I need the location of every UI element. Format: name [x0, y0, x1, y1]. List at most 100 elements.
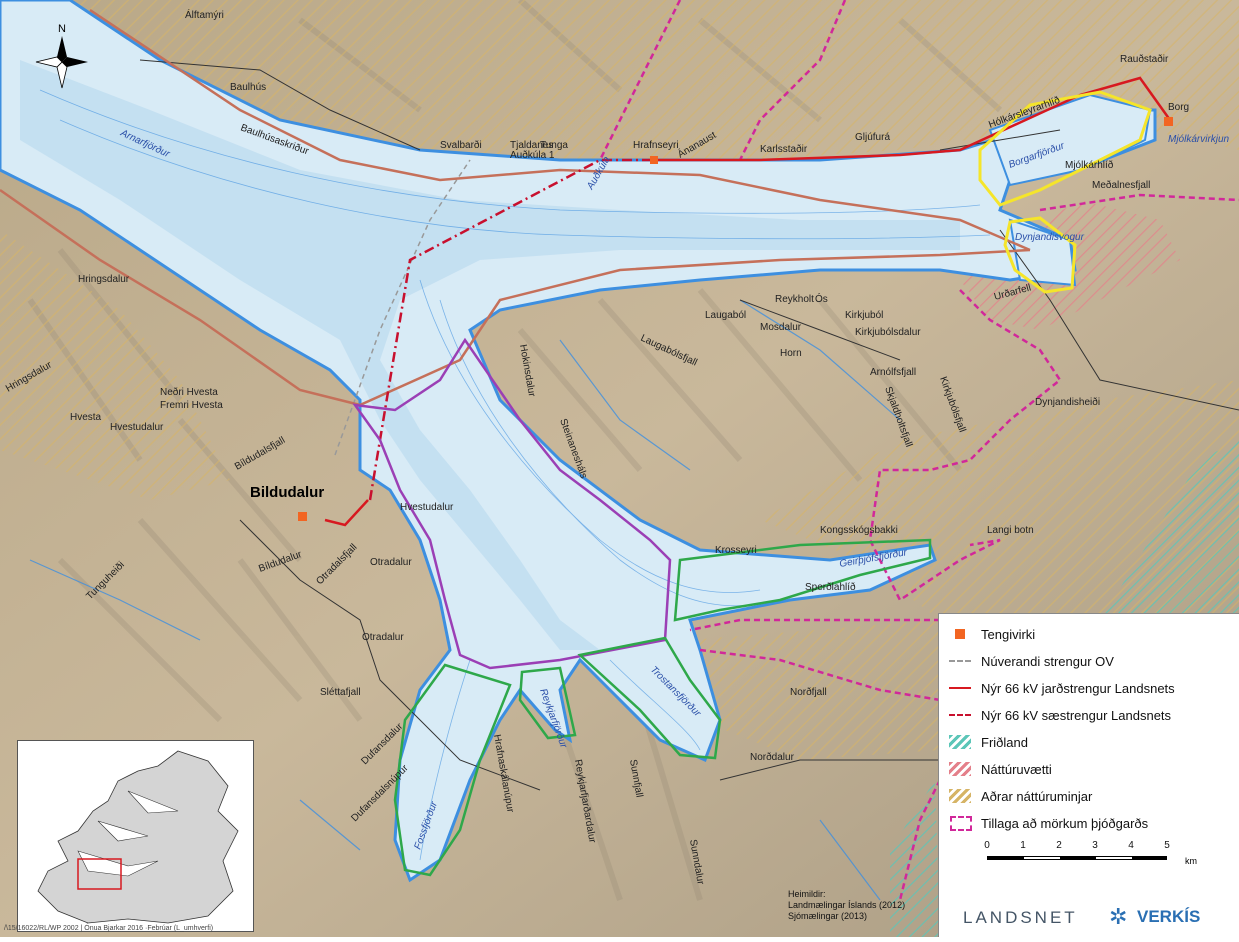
place-label: Hvestudalur — [110, 422, 164, 433]
dashed-grey-line-icon — [949, 654, 971, 668]
place-label: Meðalnesfjall — [1092, 179, 1150, 191]
place-label: Sperðlahlíð — [805, 581, 856, 593]
legend-item-thjodgardur: Tillaga að mörkum þjóðgarðs — [949, 812, 1148, 834]
scale-bar-segments — [987, 856, 1167, 860]
substation-borg[interactable] — [1164, 117, 1173, 126]
place-label: Norðfjall — [790, 686, 827, 698]
place-label: Auðkúla 1 — [510, 149, 555, 161]
place-label: Karlsstaðir — [760, 143, 808, 155]
existing-cable-line — [334, 159, 471, 456]
adrar-natturuminjar-west — [0, 230, 230, 500]
new-land-cable-north — [655, 76, 1172, 162]
place-label: Fremri Hvesta — [160, 400, 223, 411]
scale-bar: 0 1 2 3 4 5 km — [984, 840, 1197, 866]
place-label: Borg — [1168, 102, 1189, 113]
rivers — [29, 299, 901, 901]
route-line-south — [359, 248, 1031, 407]
adrar-natturuminjar-south — [690, 620, 940, 760]
national-park-border — [598, 0, 1239, 901]
sources-title: Heimildir: — [788, 889, 826, 899]
legend-item-nuverandi: Núverandi strengur OV — [949, 650, 1114, 672]
tan-hatch-icon — [949, 789, 971, 803]
legend-item-tengivirki: Tengivirki — [949, 623, 1035, 645]
legend-item-fridland: Friðland — [949, 731, 1028, 753]
locator-inset-map — [17, 740, 254, 932]
place-label: Krosseyri — [715, 545, 757, 556]
inset-fjords — [77, 790, 179, 877]
purple-zone-outline — [352, 337, 672, 670]
town-label-bildudalur: Bildudalur — [250, 484, 324, 501]
substation-bildudalur[interactable] — [298, 512, 307, 521]
fridland-area-south — [890, 780, 940, 937]
green-zone-reykjarfjordur — [518, 666, 577, 740]
logos: LANDSNET ✲ VERKÍS — [963, 902, 1233, 932]
substation-hrafnseyri[interactable] — [650, 156, 658, 164]
place-label: Baulhús — [230, 82, 266, 93]
place-label: Laugaból — [705, 310, 746, 321]
place-label: Arnólfsfjall — [870, 367, 916, 378]
roads — [139, 59, 1239, 791]
north-label: N — [58, 23, 66, 35]
teal-hatch-icon — [949, 735, 971, 749]
pink-hatch-icon — [949, 762, 971, 776]
place-label: Neðri Hvesta — [160, 386, 218, 398]
inset-extent-box — [77, 858, 122, 890]
verkis-logo-icon: ✲ — [1109, 904, 1128, 929]
place-label: Sléttafjall — [320, 687, 361, 698]
landsnet-logo: LANDSNET — [963, 908, 1078, 927]
substation-icon — [949, 627, 971, 641]
place-label: Dynjandisvogur — [1015, 232, 1085, 243]
map-legend: Tengivirki Núverandi strengur OV Nýr 66 … — [938, 613, 1239, 937]
legend-item-adrar: Aðrar náttúruminjar — [949, 785, 1092, 807]
north-arrow-icon: N — [35, 23, 88, 89]
place-label: Kirkjubólsdalur — [855, 327, 921, 338]
fridland-area-east — [1100, 440, 1239, 620]
solid-red-line-icon — [949, 681, 971, 695]
legend-item-saestrengur: Nýr 66 kV sæstrengur Landsnets — [949, 704, 1171, 726]
yellow-zone-dynjandisvogur — [1003, 216, 1077, 294]
place-label: Horn — [780, 348, 802, 359]
green-zone-trostansfjordur — [577, 636, 722, 760]
place-label: Tjaldanes — [510, 140, 553, 151]
place-label: Hvestudalur — [400, 502, 454, 513]
sources-line-1: Landmælingar Íslands (2012) — [788, 900, 906, 910]
place-label: Reykholt — [775, 294, 814, 305]
dynjandisvogur-water — [1008, 218, 1077, 287]
dashed-red-line-icon — [949, 708, 971, 722]
green-zone-geirthjofsfjordur — [673, 538, 932, 622]
sources-line-2: Sjómælingar (2013) — [788, 911, 868, 921]
new-land-cable-bildudalur — [324, 499, 369, 527]
place-label: Rauðstaðir — [1120, 53, 1169, 65]
place-label: Langi botn — [987, 525, 1034, 536]
yellow-zone-borgarfjordur — [978, 90, 1152, 207]
place-label: Kirkjuból — [845, 310, 883, 321]
legend-item-jardstrengur: Nýr 66 kV jarðstrengur Landsnets — [949, 677, 1175, 699]
place-label: Mjólkárvirkjun — [1168, 134, 1230, 145]
place-label: Kongsskógsbakki — [820, 525, 898, 536]
new-sea-cable-line — [368, 158, 655, 501]
green-zone-fossfjordur — [393, 663, 512, 877]
place-label: Hvesta — [70, 412, 102, 423]
verkis-logo: VERKÍS — [1137, 907, 1201, 926]
place-label: Mosdalur — [760, 322, 802, 333]
place-label: Gljúfurá — [855, 132, 890, 143]
magenta-dashed-box-icon — [949, 816, 972, 831]
legend-item-natturuvaetti: Náttúruvætti — [949, 758, 1052, 780]
place-label: Ós — [815, 292, 828, 305]
route-line-west — [0, 188, 361, 407]
place-label: Tunga — [540, 140, 568, 151]
map-sources: Heimildir: Landmælingar Íslands (2012) S… — [788, 889, 905, 922]
fjord-deep-water — [20, 60, 960, 650]
place-label: Svalbarði — [440, 139, 482, 151]
place-label: Dynjandisheiði — [1035, 396, 1100, 408]
map-credit: /\15/16022/RL/WP 2002 | Ónua Bjarkar 201… — [4, 925, 214, 932]
place-label: Norðdalur — [750, 751, 795, 763]
place-label: Otradalur — [370, 557, 412, 568]
place-label: Álftamýri — [185, 8, 224, 21]
place-label: Hringsdalur — [78, 274, 130, 285]
route-line-north — [89, 8, 1031, 252]
place-label: Hrafnseyri — [633, 140, 679, 151]
place-label: Mjólkárhlíð — [1065, 159, 1114, 171]
place-label: Otradalur — [362, 632, 404, 643]
